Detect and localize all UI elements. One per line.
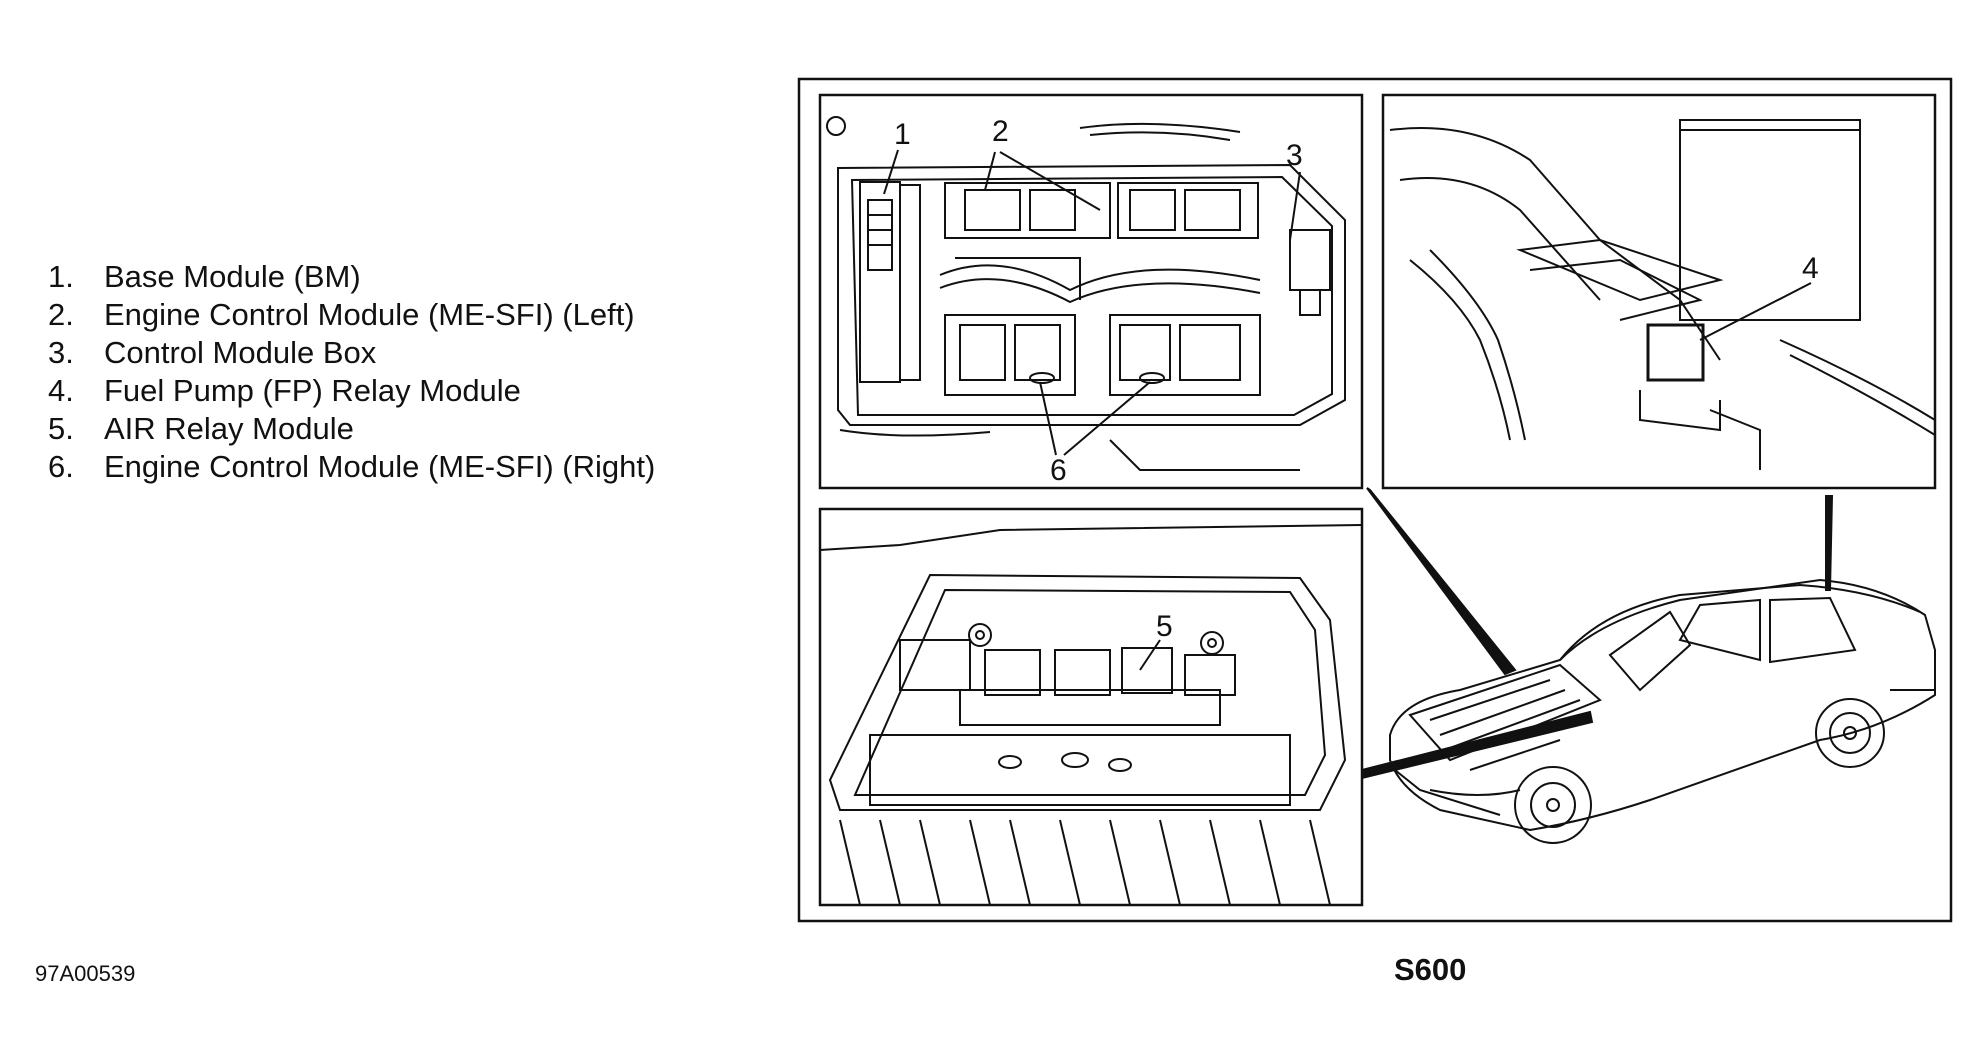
legend-number: 5. [48,411,74,446]
callout-2: 2 [992,115,1009,148]
legend-item: 3. Control Module Box [48,334,655,372]
legend-number: 4. [48,373,74,408]
vehicle-model-label: S600 [1394,952,1467,987]
legend-label: Control Module Box [104,335,377,370]
legend-item: 2. Engine Control Module (ME-SFI) (Left) [48,296,655,334]
component-legend: 1. Base Module (BM) 2. Engine Control Modu… [48,258,655,486]
callout-1: 1 [894,118,911,151]
legend-label: Base Module (BM) [104,259,361,294]
control-module-box-view: 1 2 3 6 [818,93,1364,490]
fp-relay-module [1646,323,1705,382]
legend-number: 6. [48,449,74,484]
callout-5: 5 [1156,610,1173,643]
fuel-pump-relay-view: 4 [1381,93,1937,490]
figure-code: 97A00539 [35,961,136,986]
callout-6: 6 [1050,454,1067,487]
legend-label: AIR Relay Module [104,411,354,446]
legend-number: 2. [48,297,74,332]
legend-number: 3. [48,335,74,370]
legend-label: Engine Control Module (ME-SFI) (Left) [104,297,635,332]
legend-item: 1. Base Module (BM) [48,258,655,296]
legend-item: 5. AIR Relay Module [48,410,655,448]
air-relay-module [1121,647,1173,694]
callout-3: 3 [1286,139,1303,172]
legend-label: Fuel Pump (FP) Relay Module [104,373,521,408]
legend-item: 6. Engine Control Module (ME-SFI) (Right) [48,448,655,486]
legend-label: Engine Control Module (ME-SFI) (Right) [104,449,656,484]
legend-number: 1. [48,259,74,294]
callout-4: 4 [1802,252,1819,285]
figure-frame [797,77,1953,923]
air-relay-module-view: 5 [818,507,1364,907]
vehicle-overview [1361,487,1936,844]
legend-item: 4. Fuel Pump (FP) Relay Module [48,372,655,410]
